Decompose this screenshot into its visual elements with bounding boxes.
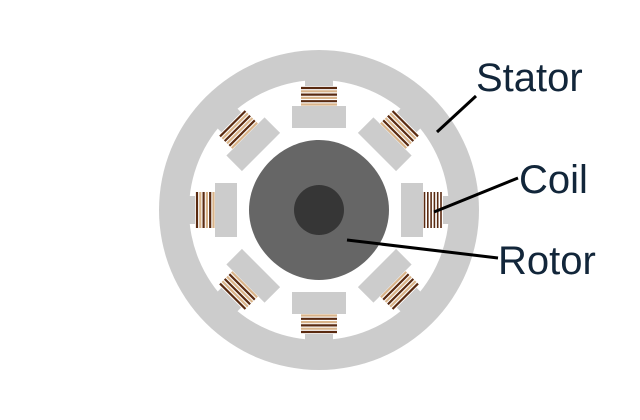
stator-pole bbox=[357, 105, 424, 172]
pole-shoe bbox=[226, 117, 281, 172]
coil-turn bbox=[387, 114, 415, 142]
coil-winding bbox=[423, 191, 443, 229]
coil-winding bbox=[300, 314, 338, 334]
stator-label: Stator bbox=[476, 56, 583, 100]
stator-pole bbox=[401, 183, 453, 237]
coil-leader-line bbox=[433, 176, 519, 214]
coil-turn bbox=[228, 273, 256, 301]
coil-turn bbox=[391, 282, 419, 310]
coil-turn bbox=[221, 280, 249, 308]
rotor-leader-line bbox=[346, 238, 499, 260]
motor-body bbox=[159, 50, 479, 370]
pole-shoe bbox=[357, 248, 412, 303]
coil-turn bbox=[226, 275, 254, 303]
coil-turn bbox=[382, 119, 410, 147]
coil-turn bbox=[221, 112, 249, 140]
coil-turn bbox=[389, 280, 417, 308]
coil-turn bbox=[384, 117, 412, 145]
stator-pole bbox=[292, 292, 346, 344]
coil-turn bbox=[380, 271, 408, 299]
pole-shoe bbox=[357, 117, 412, 172]
stator-poles bbox=[185, 76, 453, 344]
pole-shoe bbox=[215, 183, 237, 237]
pole-shoe bbox=[292, 106, 346, 128]
coil-winding bbox=[300, 86, 338, 106]
stator-pole bbox=[292, 76, 346, 128]
pole-shoe bbox=[292, 292, 346, 314]
coil-winding bbox=[217, 108, 259, 150]
coil-turn bbox=[382, 273, 410, 301]
coil-turn bbox=[223, 114, 251, 142]
coil-turn bbox=[384, 275, 412, 303]
coil-turn bbox=[391, 110, 419, 138]
coil-turn bbox=[389, 112, 417, 140]
stator-pole bbox=[185, 183, 237, 237]
rotor-label: Rotor bbox=[498, 239, 596, 283]
pole-shoe bbox=[401, 183, 423, 237]
coil-turn bbox=[230, 121, 258, 149]
coil-turn bbox=[223, 278, 251, 306]
stator-pole bbox=[357, 248, 424, 315]
coil-turn bbox=[226, 117, 254, 145]
stator-pole bbox=[214, 105, 281, 172]
leader-lines bbox=[346, 94, 519, 260]
coil-winding bbox=[379, 270, 421, 312]
pole-shoe bbox=[226, 248, 281, 303]
coil-turn bbox=[219, 282, 247, 310]
coil-turn bbox=[228, 119, 256, 147]
stator-pole bbox=[214, 248, 281, 315]
coil-turn bbox=[387, 278, 415, 306]
rotor-shaft bbox=[294, 185, 344, 235]
coil-turn bbox=[230, 271, 258, 299]
coil-turn bbox=[219, 110, 247, 138]
coil-winding bbox=[217, 270, 259, 312]
coil-winding bbox=[379, 108, 421, 150]
stator-leader-line bbox=[435, 94, 478, 134]
coil-turn bbox=[380, 121, 408, 149]
coil-label: Coil bbox=[519, 158, 588, 202]
coil-winding bbox=[195, 191, 215, 229]
